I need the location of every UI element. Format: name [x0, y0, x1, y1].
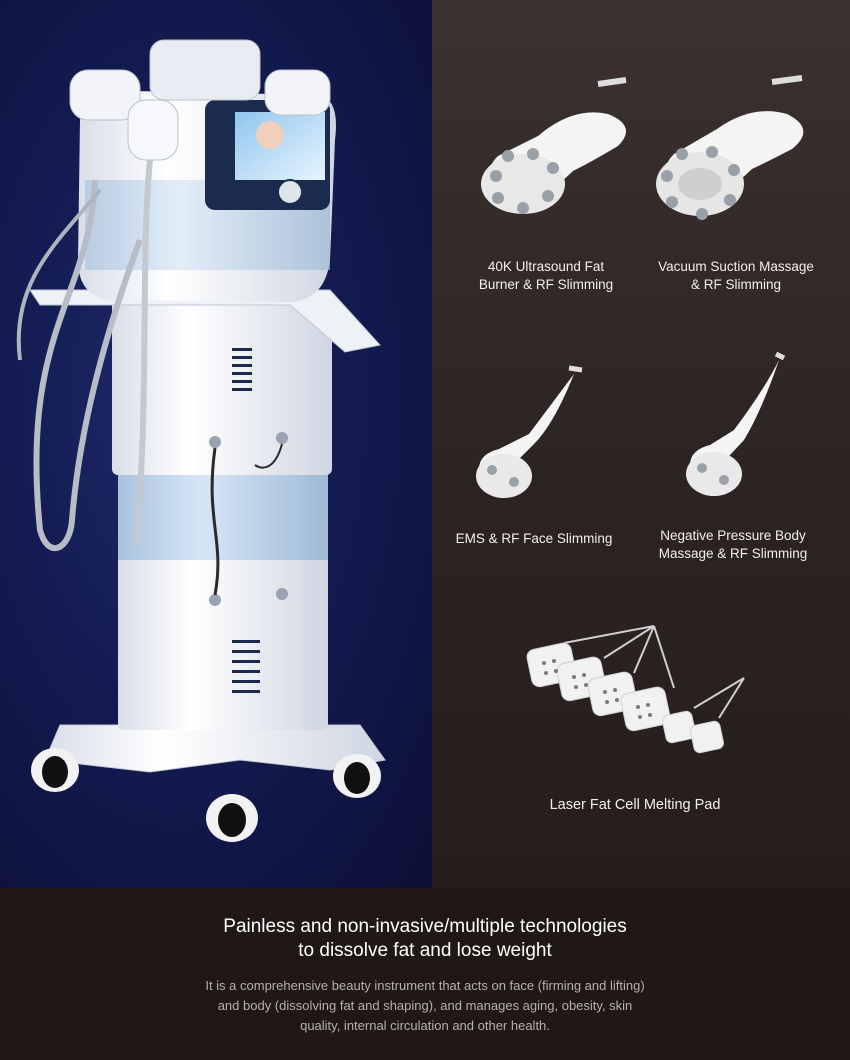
product-caption-negative-pressure: Negative Pressure Body Massage & RF Slim… — [658, 528, 808, 561]
product-caption-ultrasound: 40K Ultrasound Fat Burner & RF Slimming — [478, 259, 614, 292]
wheel — [31, 748, 79, 792]
product-caption-vacuum: Vacuum Suction Massage & RF Slimming — [658, 259, 814, 292]
product-caption-laser-pad: Laser Fat Cell Melting Pad — [549, 797, 721, 813]
product-caption-ems-face: EMS & RF Face Slimming — [455, 531, 613, 546]
slimming-machine-image — [16, 39, 386, 842]
ultrasound-cavitation-handpiece-icon — [481, 77, 627, 214]
page-headline: Painless and non-invasive/multiple techn… — [223, 916, 627, 961]
machine-panel — [0, 0, 432, 888]
summary-panel — [0, 888, 850, 1060]
ems-rf-face-handpiece-icon — [476, 365, 583, 498]
page-description: It is a comprehensive beauty instrument … — [205, 978, 645, 1033]
negative-pressure-handpiece-icon — [686, 351, 786, 496]
laser-pads-icon — [526, 625, 745, 754]
vacuum-rf-handpiece-icon — [656, 75, 804, 220]
